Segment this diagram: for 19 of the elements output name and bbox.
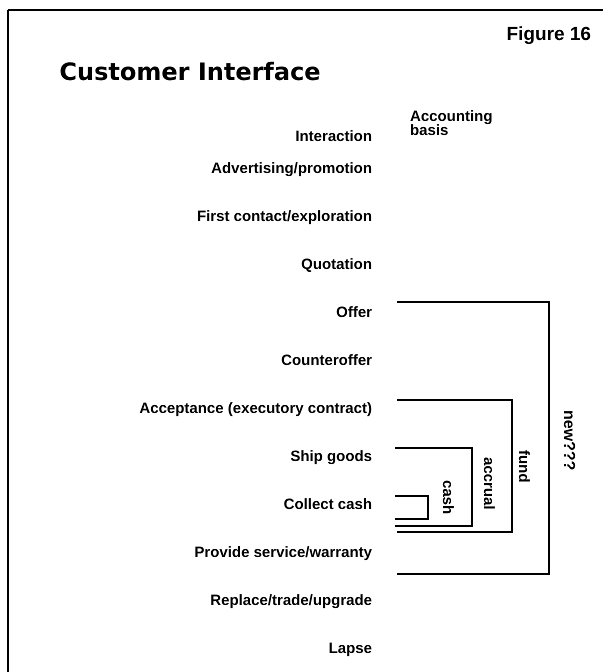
list-item: Quotation <box>301 256 372 273</box>
list-item: Ship goods <box>290 448 372 465</box>
list-item: Provide service/warranty <box>194 544 372 561</box>
bracket-label: accrual <box>480 457 497 510</box>
list-item: Advertising/promotion <box>211 160 372 177</box>
list-item: First contact/exploration <box>196 208 372 225</box>
bracket-label: cash <box>439 480 456 514</box>
title: Customer Interface <box>58 58 322 86</box>
column-heading: Accounting basis <box>410 110 490 138</box>
list-item: Lapse <box>328 640 372 657</box>
column-heading: Interaction <box>295 128 372 145</box>
list-item: Acceptance (executory contract) <box>139 400 372 417</box>
bracket-label: new??? <box>560 410 577 470</box>
list-item: Offer <box>336 304 372 321</box>
list-item: Collect cash <box>284 496 372 513</box>
list-item: Replace/trade/upgrade <box>210 592 372 609</box>
list-item: Counteroffer <box>281 352 372 369</box>
bracket-label: fund <box>515 450 532 482</box>
figure-number: Figure 16 <box>506 24 591 46</box>
